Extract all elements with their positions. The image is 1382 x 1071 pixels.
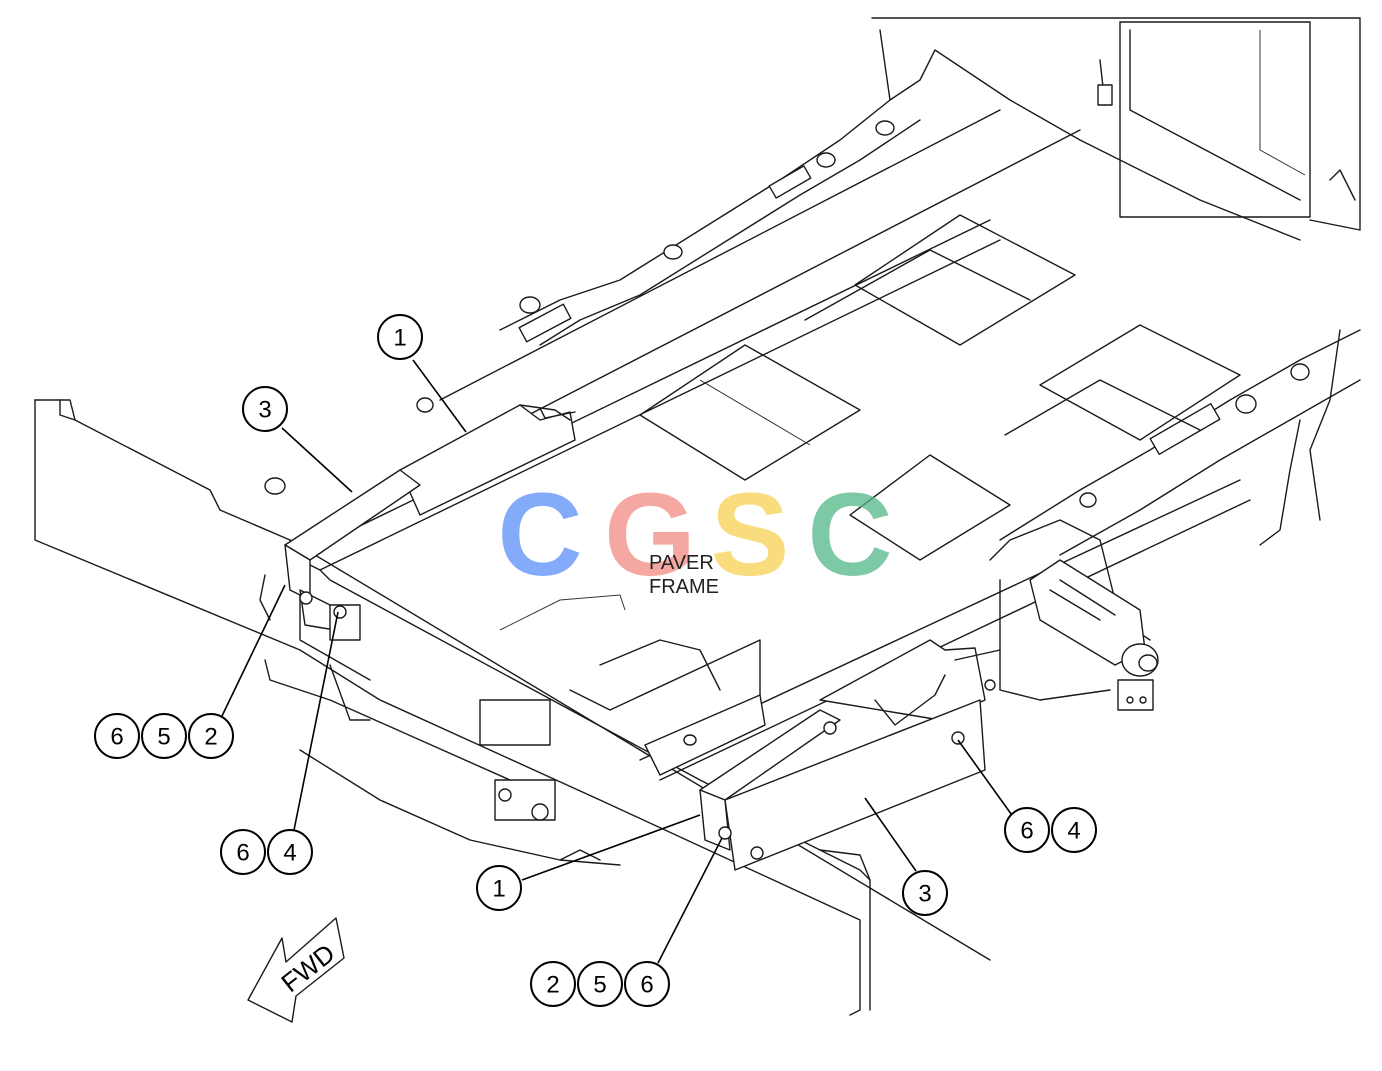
callout-1-upper: 1 <box>377 314 423 360</box>
callout-circle <box>141 713 187 759</box>
callout-circle <box>530 961 576 1007</box>
callout-label: 6 <box>110 724 123 751</box>
callout-label: 6 <box>236 840 249 867</box>
callout-label: 4 <box>1067 818 1080 845</box>
callout-3-upper: 3 <box>242 386 288 432</box>
callout-circle <box>94 713 140 759</box>
callout-652-left: 6 5 2 <box>94 713 234 759</box>
cgsc-watermark: C G S C <box>497 469 892 601</box>
callout-circle <box>242 386 288 432</box>
callout-label: 1 <box>393 325 406 352</box>
callout-1-lower: 1 <box>476 865 522 911</box>
callout-circle <box>188 713 234 759</box>
callout-label: 6 <box>640 972 653 999</box>
watermark-letter-c2: C <box>807 469 892 601</box>
caption: PAVER FRAME <box>649 552 719 598</box>
callout-label: 5 <box>157 724 170 751</box>
upper-rail-cylinders <box>518 120 895 343</box>
watermark-letter-c1: C <box>497 469 582 601</box>
callout-256-lower: 2 5 6 <box>530 961 670 1007</box>
callout-circle <box>902 870 948 916</box>
right-rail-cylinders <box>1079 363 1310 508</box>
callout-label: 6 <box>1020 818 1033 845</box>
callout-label: 2 <box>546 972 559 999</box>
watermark-letter-s: S <box>711 469 790 601</box>
caption-line-2: FRAME <box>649 576 719 598</box>
callout-circle <box>220 829 266 875</box>
callout-circle <box>377 314 423 360</box>
fwd-arrow-icon <box>247 917 345 1023</box>
callout-label: 3 <box>258 397 271 424</box>
callout-label: 4 <box>283 840 296 867</box>
watermark-letter-g: G <box>604 469 696 601</box>
callout-label: 3 <box>918 881 931 908</box>
fwd-direction-arrow: FWD <box>247 917 345 1023</box>
callout-label: 2 <box>204 724 217 751</box>
callout-circle <box>577 961 623 1007</box>
caption-line-1: PAVER <box>649 552 714 574</box>
callout-label: 5 <box>593 972 606 999</box>
callout-3-lower: 3 <box>902 870 948 916</box>
callout-circle <box>1051 807 1097 853</box>
callout-circle <box>267 829 313 875</box>
callout-circle <box>1004 807 1050 853</box>
callout-circle <box>624 961 670 1007</box>
callout-circle <box>476 865 522 911</box>
frame-drawing <box>34 17 1361 1016</box>
callout-label: 1 <box>492 876 505 903</box>
leader-lines <box>221 359 1015 964</box>
